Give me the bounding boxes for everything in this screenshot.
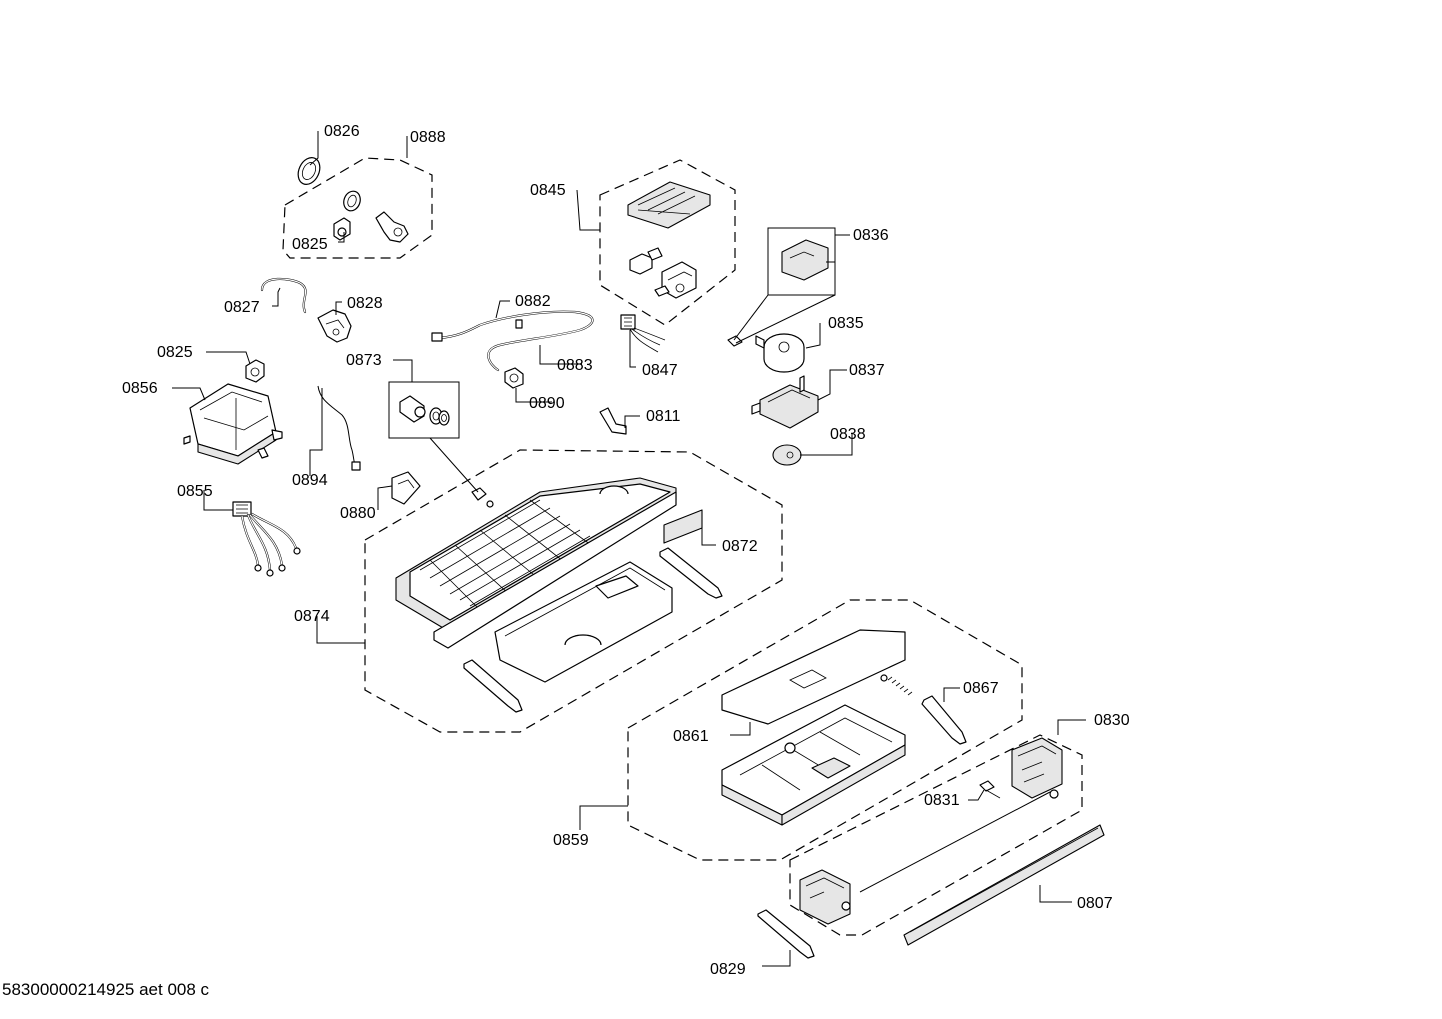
label-0825-lower: 0825 xyxy=(157,344,193,361)
label-0845: 0845 xyxy=(530,182,566,199)
part-illustrations xyxy=(183,157,1105,959)
label-0830: 0830 xyxy=(1094,712,1130,729)
group-0830-outline xyxy=(789,734,1083,936)
label-0829: 0829 xyxy=(710,961,746,978)
label-0835: 0835 xyxy=(828,315,864,332)
label-0847: 0847 xyxy=(642,362,678,379)
housing-0837-illustration xyxy=(751,375,819,429)
label-0888: 0888 xyxy=(410,129,446,146)
label-0827: 0827 xyxy=(224,299,260,316)
hose-0827-illustration xyxy=(260,277,307,314)
disk-0838-illustration xyxy=(772,444,802,466)
valve-0873-illustration xyxy=(399,395,494,508)
hinge-arms-illustration xyxy=(463,547,723,713)
label-0825-upper: 0825 xyxy=(292,236,328,253)
clip-0880-illustration xyxy=(391,471,421,505)
label-0837: 0837 xyxy=(849,362,885,379)
leader-lines xyxy=(172,131,1086,967)
group-0874-outline xyxy=(364,449,783,733)
tray-assembly-0874-illustration xyxy=(395,477,677,683)
label-0826: 0826 xyxy=(324,123,360,140)
document-id: 58300000214925 aet 008 c xyxy=(2,980,210,999)
group-0873-box xyxy=(388,381,460,439)
label-0874: 0874 xyxy=(294,608,330,625)
hose-0882-illustration xyxy=(431,310,594,372)
bracket-0811-illustration xyxy=(599,407,627,435)
drawer-assembly-0859-illustration xyxy=(721,629,906,826)
fan-housing-0856-illustration xyxy=(183,383,283,465)
label-0836: 0836 xyxy=(853,227,889,244)
valve-0825-illustration xyxy=(245,359,265,383)
switch-0836-illustration xyxy=(727,239,829,347)
motor-0835-illustration xyxy=(755,333,805,373)
label-0882: 0882 xyxy=(515,293,551,310)
label-0873: 0873 xyxy=(346,352,382,369)
part-number-labels: 0826 0888 0825 0827 0828 0825 0856 0873 … xyxy=(122,123,1130,978)
label-0828: 0828 xyxy=(347,295,383,312)
pad-0872-illustration xyxy=(663,509,703,544)
label-0894: 0894 xyxy=(292,472,328,489)
label-0859: 0859 xyxy=(553,832,589,849)
group-0845-outline xyxy=(599,159,736,326)
wiring-0847-illustration xyxy=(620,314,666,353)
label-0867: 0867 xyxy=(963,680,999,697)
bracket-0828-illustration xyxy=(317,309,352,343)
label-0861: 0861 xyxy=(673,728,709,745)
label-0855: 0855 xyxy=(177,483,213,500)
valve-set-0888-illustration xyxy=(333,190,409,243)
shaft-0867-illustration xyxy=(880,674,967,745)
valve-group-0845-illustration xyxy=(627,181,711,299)
connector-0890-illustration xyxy=(504,367,524,389)
label-0831: 0831 xyxy=(924,792,960,809)
cable-0894-illustration xyxy=(317,385,361,471)
label-0838: 0838 xyxy=(830,426,866,443)
wire-harness-0855-illustration xyxy=(232,501,301,577)
group-0888-outline xyxy=(282,157,433,259)
lock-assembly-0830-illustration xyxy=(757,737,1105,959)
label-0807: 0807 xyxy=(1077,895,1113,912)
group-0859-outline xyxy=(627,599,1023,861)
seal-ring-0826-illustration xyxy=(297,157,321,185)
label-0880: 0880 xyxy=(340,505,376,522)
label-0883: 0883 xyxy=(557,357,593,374)
label-0811: 0811 xyxy=(646,408,681,425)
label-0872: 0872 xyxy=(722,538,758,555)
label-0890: 0890 xyxy=(529,395,565,412)
label-0856: 0856 xyxy=(122,380,158,397)
